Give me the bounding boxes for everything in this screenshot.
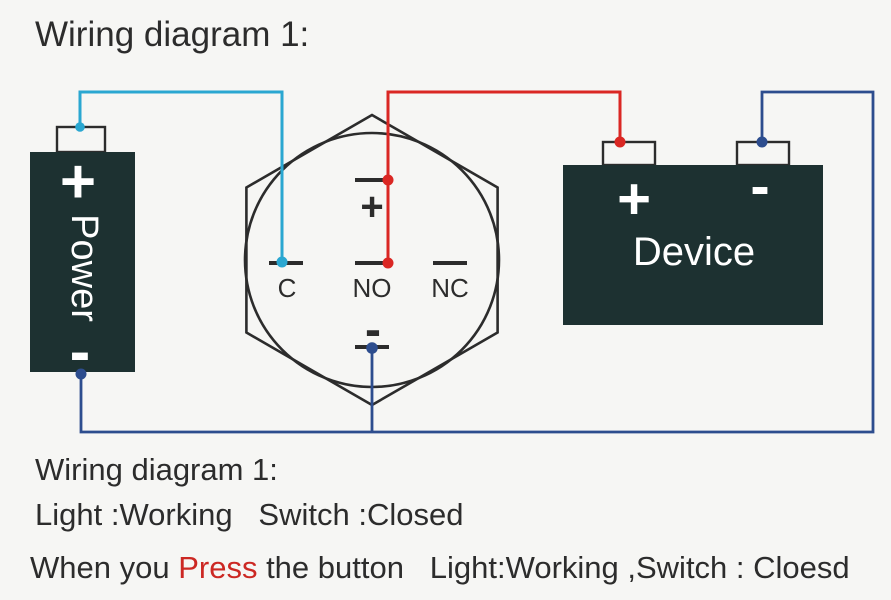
device-plus-terminal-tab xyxy=(601,140,657,167)
device-minus-symbol: - xyxy=(750,154,769,219)
junction-dot-switch-led-minus xyxy=(366,342,378,354)
caption-line-3-suffix: the button Light:Working ,Switch : Cloes… xyxy=(257,550,850,585)
junction-dot-switch-no xyxy=(382,257,394,269)
switch-led-plus-label: + xyxy=(360,185,383,229)
caption-line-1: Wiring diagram 1: xyxy=(35,452,278,487)
switch-terminal-nc-label: NC xyxy=(431,273,469,303)
junction-dot-switch-led-plus xyxy=(382,174,394,186)
caption-line-3-prefix: When you xyxy=(30,550,179,585)
device-label: Device xyxy=(633,230,755,274)
junction-dot-device-plus xyxy=(614,136,626,148)
junction-dot-power-minus xyxy=(75,368,87,380)
power-minus-symbol: - xyxy=(70,318,91,387)
junction-dot-power-plus xyxy=(75,122,85,132)
caption-line-2: Light :Working Switch :Closed xyxy=(35,497,464,532)
switch-terminal-no-label: NO xyxy=(353,273,392,303)
junction-dot-switch-c xyxy=(276,256,288,268)
caption-line-3: When you Press the button Light:Working … xyxy=(30,549,850,586)
page-title: Wiring diagram 1: xyxy=(35,15,310,54)
power-plus-symbol: + xyxy=(60,148,96,217)
power-box xyxy=(30,152,135,372)
caption-press-highlight: Press xyxy=(178,550,258,585)
device-plus-symbol: + xyxy=(617,167,651,232)
power-label: Power xyxy=(63,214,105,322)
wire-negative-loop xyxy=(79,90,875,434)
device-box xyxy=(563,165,823,325)
junction-dot-device-minus xyxy=(756,136,768,148)
wire-power-plus-to-switch-c xyxy=(78,90,284,262)
switch-terminal-c-label: C xyxy=(278,273,297,303)
